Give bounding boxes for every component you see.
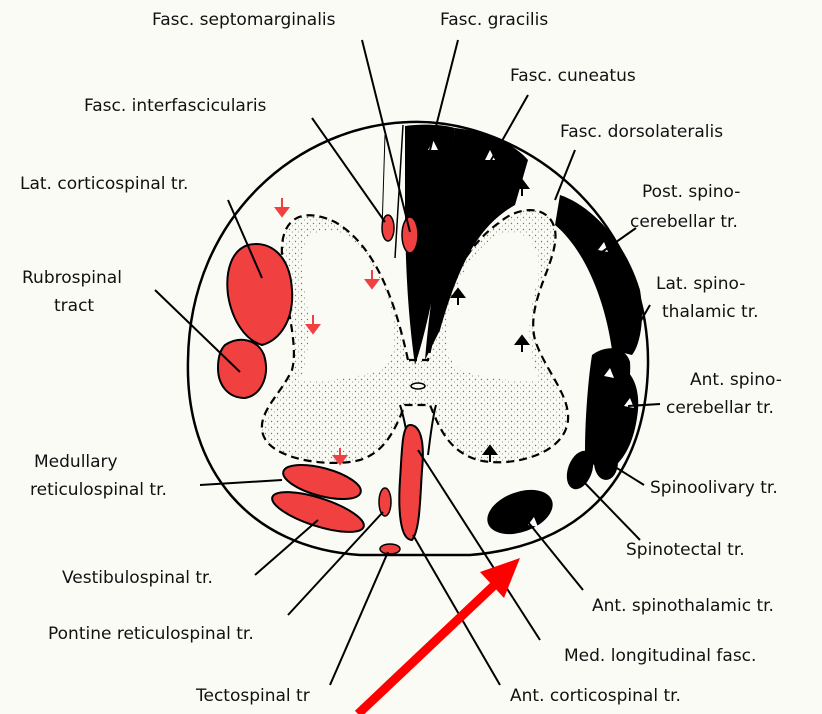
label-post-spinocerebellar-2: cerebellar tr.: [630, 212, 738, 232]
label-medullary-reticulospinal-1: Medullary: [34, 452, 118, 472]
pontine-reticulospinal-tract: [379, 488, 391, 516]
label-spinoolivary: Spinoolivary tr.: [650, 478, 778, 498]
label-ant-spinothalamic: Ant. spinothalamic tr.: [592, 596, 774, 616]
rubrospinal-tract: [218, 340, 266, 398]
label-fasc-septomarginalis: Fasc. septomarginalis: [152, 10, 336, 30]
label-rubrospinal-1: Rubrospinal: [22, 268, 122, 288]
label-fasc-gracilis: Fasc. gracilis: [440, 10, 548, 30]
label-medullary-reticulospinal-2: reticulospinal tr.: [30, 480, 167, 500]
label-ant-spinocerebellar-1: Ant. spino-: [690, 370, 782, 390]
label-lat-corticospinal: Lat. corticospinal tr.: [20, 174, 188, 194]
label-rubrospinal-2: tract: [54, 296, 94, 316]
label-ant-corticospinal: Ant. corticospinal tr.: [510, 686, 681, 706]
label-fasc-interfascicularis: Fasc. interfascicularis: [84, 96, 266, 116]
label-tectospinal: Tectospinal tr: [196, 686, 310, 706]
septomarginalis-tract: [402, 217, 418, 253]
label-pontine-reticulospinal: Pontine reticulospinal tr.: [48, 624, 254, 644]
label-vestibulospinal: Vestibulospinal tr.: [62, 568, 213, 588]
tectospinal-tract: [380, 544, 400, 554]
label-lat-spinothalamic-1: Lat. spino-: [656, 274, 745, 294]
label-post-spinocerebellar-1: Post. spino-: [642, 182, 740, 202]
label-fasc-cuneatus: Fasc. cuneatus: [510, 66, 636, 86]
central-canal: [411, 383, 425, 389]
label-fasc-dorsolateralis: Fasc. dorsolateralis: [560, 122, 723, 142]
label-spinotectal: Spinotectal tr.: [626, 540, 745, 560]
label-ant-spinocerebellar-2: cerebellar tr.: [666, 398, 774, 418]
label-lat-spinothalamic-2: thalamic tr.: [662, 302, 759, 322]
label-med-longitudinal-fasc: Med. longitudinal fasc.: [564, 646, 756, 666]
